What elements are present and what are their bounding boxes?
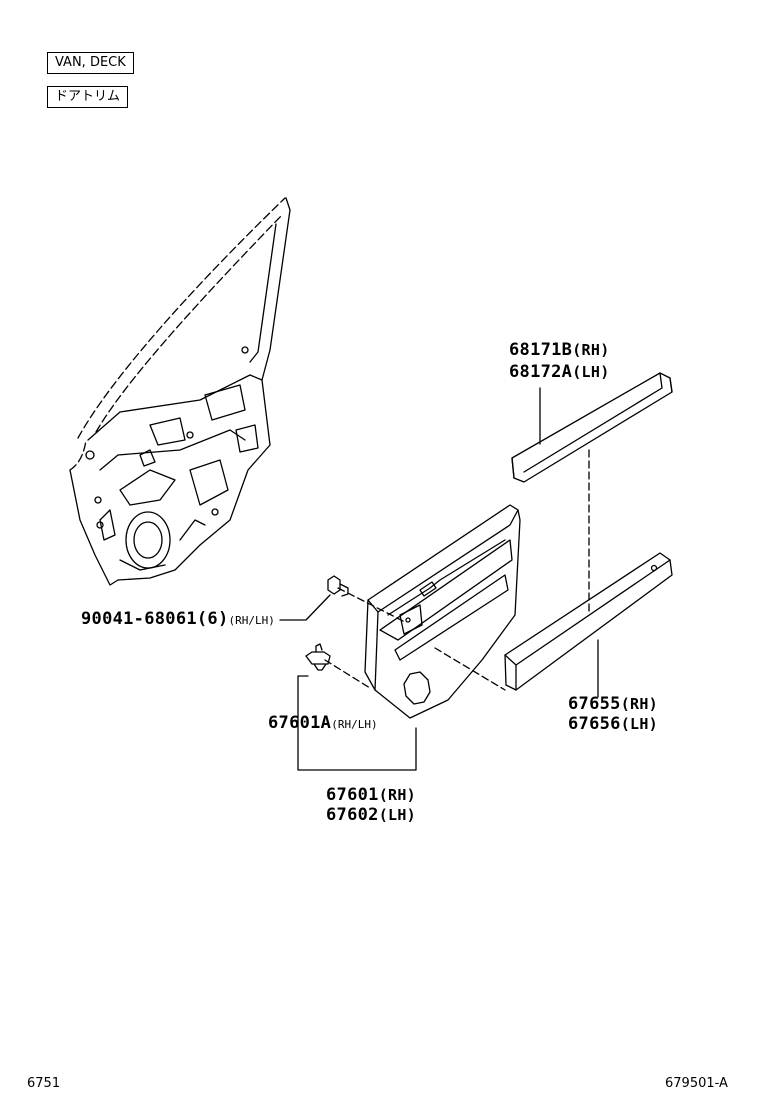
- part-side: (RH): [620, 695, 659, 713]
- trim-board: [364, 504, 521, 719]
- figure-number: 679501-A: [665, 1076, 728, 1091]
- part-label-67602: 67602(LH): [326, 805, 416, 825]
- page-number: 6751: [27, 1076, 61, 1091]
- part-label-67601a: 67601A(RH/LH): [268, 713, 378, 735]
- part-label-67655: 67655(RH): [568, 694, 658, 714]
- part-side: (RH): [378, 786, 417, 804]
- part-number: 67655: [568, 694, 621, 714]
- part-number: 67601A: [268, 713, 332, 733]
- part-label-68171b: 68171B(RH): [509, 340, 610, 360]
- screw: [327, 575, 349, 597]
- part-number: 67602: [326, 805, 379, 825]
- part-side: (RH): [572, 341, 610, 359]
- part-number: 67601: [326, 785, 379, 805]
- part-side: (LH): [378, 806, 417, 824]
- part-number: 68172A: [509, 362, 573, 382]
- part-side: (RH/LH): [228, 614, 275, 627]
- door-panel: [69, 197, 291, 586]
- model-tag: VAN, DECK: [47, 52, 134, 74]
- part-number: 90041-68061(6): [81, 609, 229, 629]
- part-label-90041: 90041-68061(6)(RH/LH): [81, 609, 275, 631]
- part-label-67601: 67601(RH): [326, 785, 416, 805]
- part-side: (LH): [620, 715, 659, 733]
- clip: [305, 643, 331, 671]
- part-number: 67656: [568, 714, 621, 734]
- part-side: (RH/LH): [331, 718, 378, 731]
- part-label-67656: 67656(LH): [568, 714, 658, 734]
- part-number: 68171B: [509, 340, 573, 360]
- part-side: (LH): [572, 363, 610, 381]
- upper-weatherstrip: [511, 372, 673, 483]
- door-panel-outline: [69, 197, 286, 471]
- section-tag: ドアトリム: [47, 86, 129, 108]
- lower-strip: [504, 552, 673, 691]
- part-label-68172a: 68172A(LH): [509, 362, 610, 382]
